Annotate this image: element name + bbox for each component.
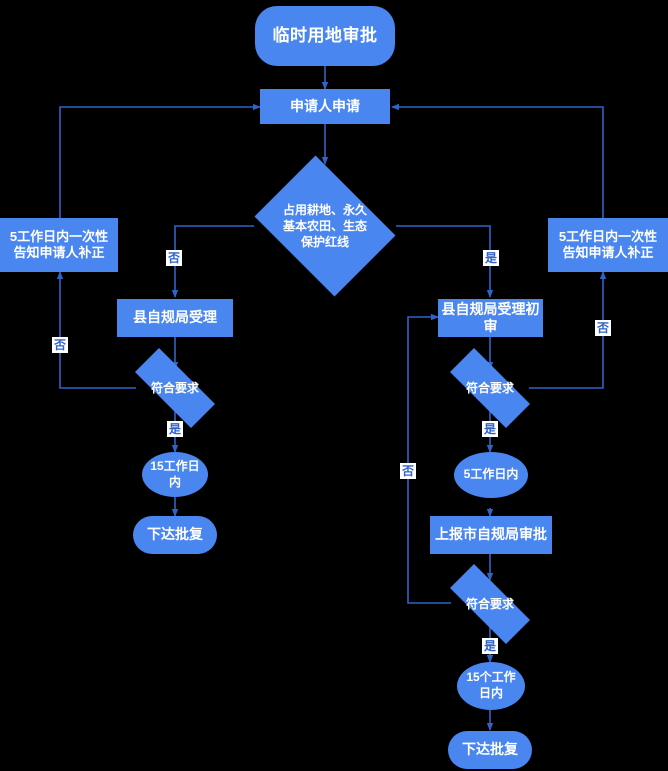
node-reply-left[interactable]: 下达批复	[133, 516, 217, 554]
node-check-city[interactable]: 符合要求	[434, 564, 546, 644]
node-reply-right[interactable]: 下达批复	[448, 731, 532, 769]
node-correct-left[interactable]: 5工作日内一次性 告知申请人补正	[0, 218, 118, 272]
correct-right-line1: 5工作日内一次性	[558, 228, 658, 244]
node-check-city-label: 符合要求	[465, 596, 514, 611]
node-correct-right[interactable]: 5工作日内一次性 告知申请人补正	[548, 218, 668, 272]
node-days15-right[interactable]: 15个工作 日内	[457, 662, 525, 710]
node-apply-label: 申请人申请	[290, 97, 360, 114]
correct-left-line1: 5工作日内一次性	[9, 228, 109, 244]
node-days5-right-label: 5工作日内	[463, 467, 519, 482]
node-days15-left-label: 15工作日 内	[150, 459, 199, 490]
decision-land-line2: 基本农田、生态	[282, 218, 367, 233]
days15-right-line1: 15个工作	[466, 670, 516, 685]
node-days15-left[interactable]: 15工作日 内	[142, 452, 208, 497]
edge-label-land-yes: 是	[483, 250, 499, 266]
edge-label-check-city-yes: 是	[482, 638, 498, 654]
node-county-first-review[interactable]: 县自规局受理初审	[438, 299, 543, 337]
node-correct-right-label: 5工作日内一次性 告知申请人补正	[559, 229, 657, 262]
correct-right-line2: 告知申请人补正	[562, 245, 654, 260]
days15-left-line1: 15工作日	[150, 458, 200, 473]
node-days5-right[interactable]: 5工作日内	[454, 452, 528, 498]
days15-right-line2: 日内	[478, 686, 503, 700]
node-check-left[interactable]: 符合要求	[119, 348, 231, 428]
node-county-first-review-label: 县自规局受理初审	[441, 300, 540, 335]
correct-left-line2: 告知申请人补正	[13, 245, 105, 260]
node-decision-land-label: 占用耕地、永久 基本农田、生态 保护红线	[283, 202, 367, 251]
node-check-left-label: 符合要求	[150, 380, 199, 395]
edge-label-check-left-yes: 是	[167, 421, 183, 437]
node-apply[interactable]: 申请人申请	[260, 89, 390, 124]
node-decision-land[interactable]: 占用耕地、永久 基本农田、生态 保护红线	[245, 155, 405, 297]
edge-label-check-city-no: 否	[400, 463, 416, 479]
node-correct-left-label: 5工作日内一次性 告知申请人补正	[10, 229, 108, 262]
node-county-accept[interactable]: 县自规局受理	[117, 299, 233, 337]
node-reply-left-label: 下达批复	[147, 526, 203, 543]
edge-label-check-right-yes: 是	[482, 421, 498, 437]
edge-label-check-right-no: 否	[595, 320, 611, 336]
node-report-city-label: 上报市自规局审批	[435, 526, 547, 543]
node-check-right-label: 符合要求	[465, 380, 514, 395]
decision-land-line3: 保护红线	[300, 235, 349, 250]
node-start-label: 临时用地审批	[272, 26, 378, 46]
edge-label-check-left-no: 否	[52, 337, 68, 353]
node-check-right[interactable]: 符合要求	[434, 348, 546, 428]
days15-left-line2: 内	[168, 474, 181, 489]
node-county-accept-label: 县自规局受理	[133, 309, 217, 326]
node-reply-right-label: 下达批复	[462, 741, 518, 758]
decision-land-line1: 占用耕地、永久	[282, 202, 367, 217]
edge-label-land-no: 否	[166, 250, 182, 266]
node-days15-right-label: 15个工作 日内	[466, 670, 515, 701]
node-start[interactable]: 临时用地审批	[255, 6, 395, 66]
node-report-city[interactable]: 上报市自规局审批	[430, 516, 552, 554]
